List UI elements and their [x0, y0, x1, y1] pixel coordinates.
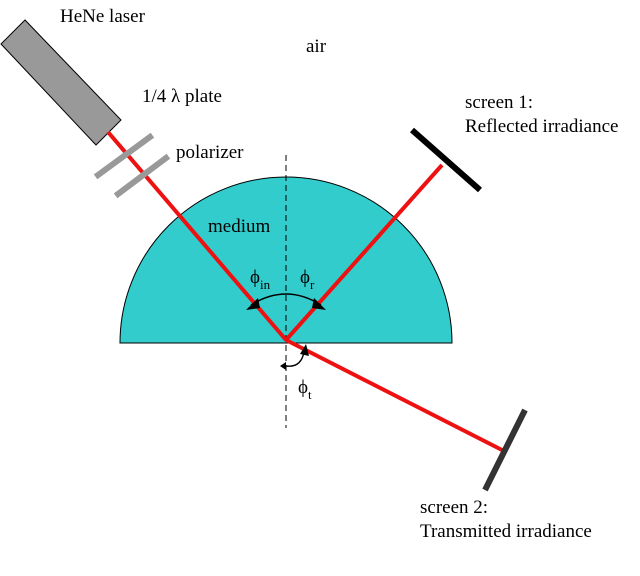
transmitted-angle-subscript: t: [308, 387, 312, 402]
transmitted-angle-label: ϕt: [298, 377, 312, 402]
reflected-beam: [284, 163, 444, 342]
angle-arc-t-tail: [280, 362, 286, 370]
transmitted-angle-symbol: ϕ: [298, 377, 308, 398]
reflected-angle-subscript: r: [310, 277, 315, 292]
angle-arc-in-arrowhead: [246, 298, 260, 310]
air-label: air: [306, 36, 327, 57]
hene-laser: [0, 19, 122, 146]
screen1-label-line1: screen 1:: [465, 92, 533, 113]
angle-arc-r-arrowhead: [312, 298, 326, 310]
angle-arc-t-arrowhead: [300, 344, 309, 356]
reflected-angle-label: ϕr: [300, 267, 315, 292]
polarizer-label: polarizer: [176, 142, 244, 163]
laser-label: HeNe laser: [60, 6, 146, 27]
waveplate-label: 1/4 λ plate: [142, 86, 222, 107]
screen2-label-line1: screen 2:: [420, 497, 488, 518]
screen-2: [482, 408, 528, 492]
reflected-angle-symbol: ϕ: [300, 267, 310, 288]
incident-angle-symbol: ϕ: [250, 267, 260, 288]
incident-angle-subscript: in: [260, 277, 271, 292]
quarter-wave-plate: [93, 132, 155, 180]
polarizer-plate: [113, 153, 171, 199]
screen-1: [410, 127, 482, 193]
screen1-label-line2: Reflected irradiance: [465, 116, 618, 137]
screen2-label-line2: Transmitted irradiance: [420, 521, 592, 542]
incident-angle-label: ϕin: [250, 267, 271, 292]
transmitted-beam: [285, 338, 503, 452]
medium-label: medium: [208, 216, 270, 237]
